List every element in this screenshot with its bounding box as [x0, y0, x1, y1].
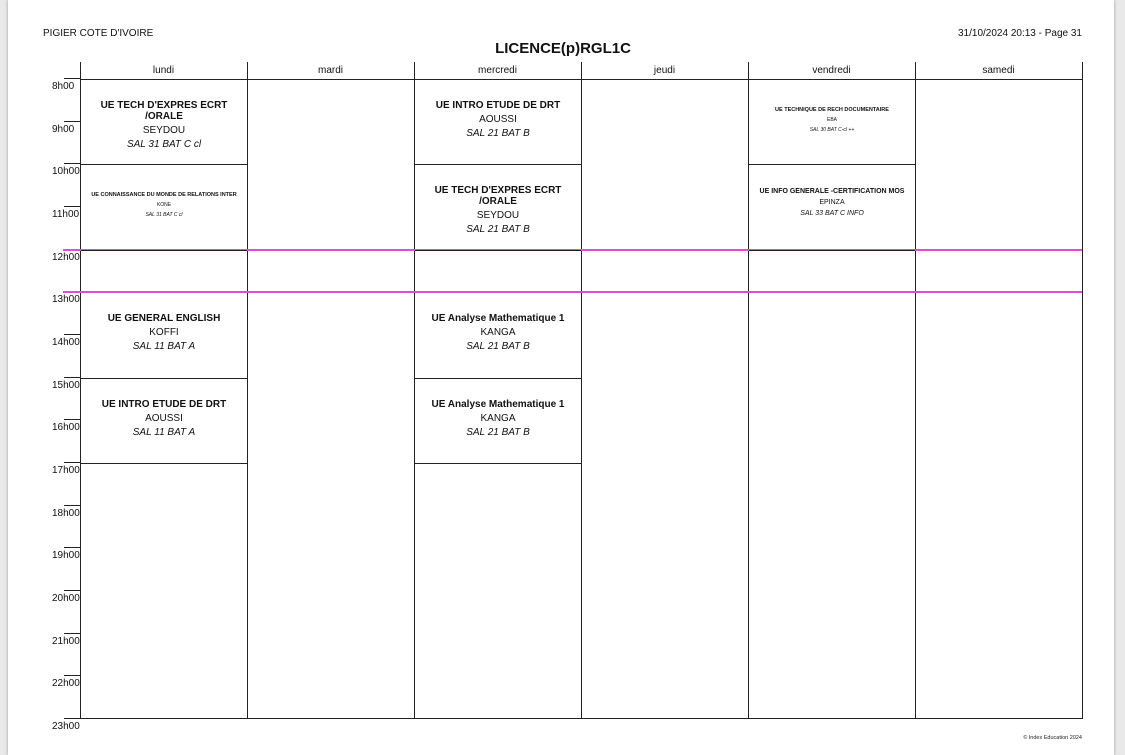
hour-label: 12h00: [52, 251, 80, 263]
course-room: SAL 21 BAT B: [466, 341, 530, 353]
course-title: UE CONNAISSANCE DU MONDE DE RELATIONS IN…: [91, 192, 237, 199]
day-header-vendredi: vendredi: [812, 65, 851, 76]
course-block[interactable]: UE Analyse Mathematique 1 KANGA SAL 21 BAT…: [415, 378, 581, 465]
column-divider: [581, 62, 582, 719]
hour-label: 11h00: [52, 209, 80, 220]
hour-label: 18h00: [52, 507, 80, 519]
timetable-page: PIGIER COTE D'IVOIRE LICENCE(p)RGL1C 31/…: [8, 0, 1114, 755]
hour-label: 15h00: [52, 379, 80, 391]
course-block[interactable]: UE TECH D'EXPRES ECRT /ORALE SEYDOU SAL 31…: [81, 79, 247, 166]
institution-name: PIGIER COTE D'IVOIRE: [43, 28, 154, 39]
course-teacher: SEYDOU: [476, 210, 520, 222]
course-room: SAL 21 BAT B: [466, 426, 530, 438]
column-divider: [247, 62, 248, 719]
course-title: UE INTRO ETUDE DE DRT: [101, 398, 227, 410]
course-title: UE TECH D'EXPRES ECRT /ORALE: [100, 100, 228, 122]
page-title: LICENCE(p)RGL1C: [495, 40, 631, 57]
hour-label: 13h00: [52, 294, 80, 306]
course-title: UE INTRO ETUDE DE DRT: [435, 100, 561, 111]
hour-tick: [64, 376, 80, 378]
hour-label: 9h00: [52, 123, 75, 135]
column-divider: [414, 62, 415, 719]
column-divider: [1082, 62, 1083, 719]
hour-tick: [64, 462, 80, 464]
hour-tick: [64, 718, 80, 720]
day-header-samedi: samedi: [982, 65, 1015, 76]
hour-tick: [64, 675, 80, 677]
hour-tick: [64, 504, 80, 506]
hour-label: 21h00: [52, 635, 80, 647]
footer-copyright: © Index Education 2024: [1023, 735, 1082, 741]
course-room: SAL 30 BAT C-cl ++: [809, 127, 855, 133]
course-block[interactable]: UE INFO GENERALE -CERTIFICATION MOS EPINZ…: [749, 164, 915, 251]
course-block[interactable]: UE INTRO ETUDE DE DRT AOUSSI SAL 11 BAT A: [81, 378, 247, 465]
hour-tick: [64, 206, 80, 207]
course-title: UE INFO GENERALE -CERTIFICATION MOS: [759, 188, 905, 196]
course-room: SAL 31 BAT C cl: [126, 139, 202, 150]
day-header-jeudi: jeudi: [653, 65, 676, 76]
hour-label: 14h00: [52, 337, 80, 349]
hour-label: 19h00: [52, 550, 80, 562]
course-title: UE GENERAL ENGLISH: [107, 313, 221, 325]
course-room: SAL 31 BAT C cl: [145, 212, 183, 219]
hour-tick: [64, 120, 80, 122]
course-block[interactable]: UE INTRO ETUDE DE DRT AOUSSI SAL 21 BAT B: [415, 79, 581, 166]
column-divider: [748, 62, 749, 719]
hour-label: 10h00: [52, 166, 80, 178]
course-room: SAL 21 BAT B: [466, 224, 530, 236]
day-header-mardi: mardi: [317, 65, 343, 76]
course-teacher: EBA: [826, 117, 837, 123]
hour-label: 22h00: [52, 678, 80, 690]
hour-label: 23h00: [52, 721, 80, 733]
hour-tick: [64, 163, 80, 165]
course-room: SAL 11 BAT A: [132, 426, 196, 438]
hour-tick: [64, 334, 80, 336]
hour-label: 8h00: [52, 81, 75, 92]
course-title: UE TECHNIQUE DE RECH DOCUMENTAIRE: [775, 107, 889, 113]
course-block[interactable]: UE CONNAISSANCE DU MONDE DE RELATIONS IN…: [81, 164, 247, 251]
lunch-break-line: [63, 291, 1082, 294]
hour-tick: [64, 590, 80, 592]
course-teacher: KANGA: [480, 327, 516, 339]
hour-tick: [64, 547, 80, 549]
hour-tick: [64, 632, 80, 634]
column-divider: [80, 62, 81, 719]
course-teacher: KONE: [156, 202, 172, 209]
course-room: SAL 11 BAT A: [132, 341, 196, 353]
day-header-lundi: lundi: [152, 65, 175, 76]
course-title: UE Analyse Mathematique 1: [431, 398, 565, 410]
course-room: SAL 21 BAT B: [466, 128, 530, 139]
course-teacher: EPINZA: [819, 199, 845, 207]
day-header-mercredi: mercredi: [478, 65, 517, 76]
course-room: SAL 33 BAT C INFO: [800, 210, 864, 218]
column-divider: [915, 62, 916, 719]
course-teacher: AOUSSI: [479, 114, 517, 125]
hour-label: 16h00: [52, 422, 80, 434]
course-block[interactable]: UE GENERAL ENGLISH KOFFI SAL 11 BAT A: [81, 292, 247, 379]
hour-label: 20h00: [52, 593, 80, 605]
course-title: UE Analyse Mathematique 1: [431, 313, 565, 325]
course-teacher: SEYDOU: [142, 125, 186, 136]
hour-label: 17h00: [52, 465, 80, 477]
course-block[interactable]: UE Analyse Mathematique 1 KANGA SAL 21 BAT…: [415, 292, 581, 379]
course-teacher: KOFFI: [149, 327, 179, 339]
hour-tick: [64, 78, 80, 79]
timestamp-page: 31/10/2024 20:13 - Page 31: [958, 28, 1082, 39]
course-block[interactable]: UE TECHNIQUE DE RECH DOCUMENTAIRE EBA SAL …: [749, 79, 915, 166]
course-block[interactable]: UE TECH D'EXPRES ECRT /ORALE SEYDOU SAL 21…: [415, 164, 581, 251]
course-teacher: AOUSSI: [145, 412, 183, 424]
course-title: UE TECH D'EXPRES ECRT /ORALE: [434, 185, 562, 208]
hour-tick: [64, 419, 80, 421]
course-teacher: KANGA: [480, 412, 516, 424]
